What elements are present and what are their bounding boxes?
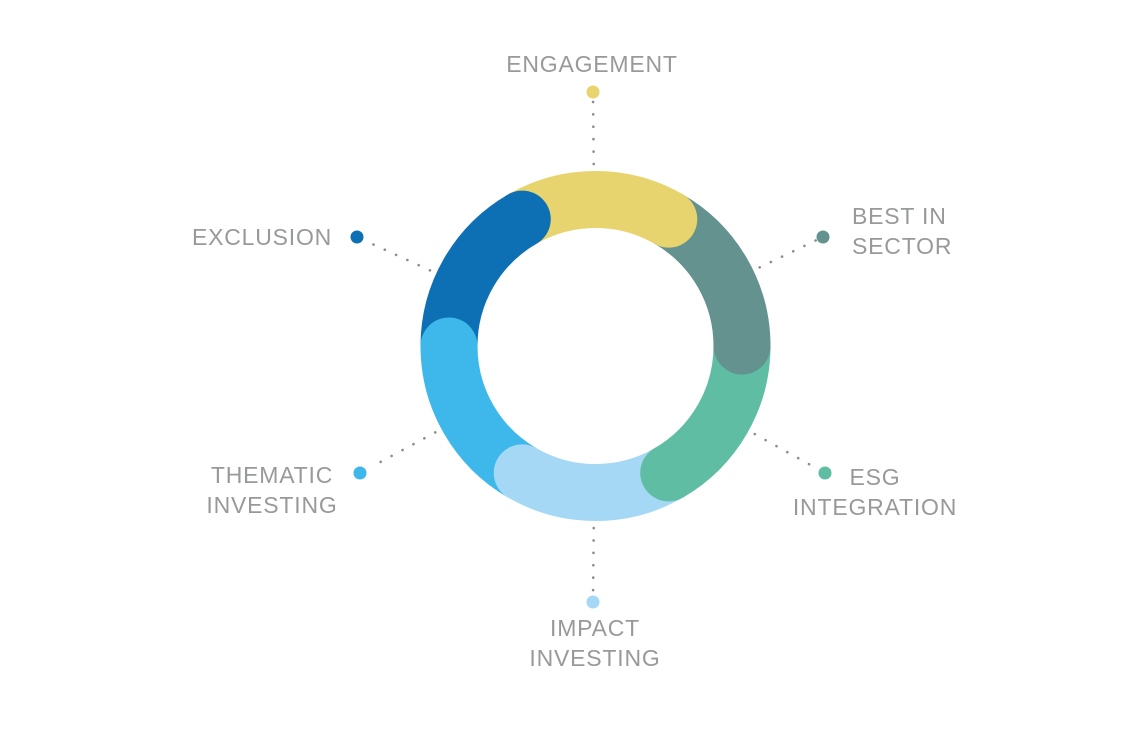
dot-impact-investing <box>586 595 600 609</box>
arc-cap-esg-integration <box>640 444 698 502</box>
dot-esg-integration <box>818 466 832 480</box>
leader-line-impact-investing <box>591 526 596 594</box>
arc-cap-exclusion <box>493 190 551 248</box>
dot-best-in-sector <box>816 230 830 244</box>
leader-line-exclusion <box>370 242 432 272</box>
leader-line-esg-integration <box>753 432 813 467</box>
leader-line-engagement <box>591 98 596 166</box>
arc-cap-thematic-investing <box>420 317 478 375</box>
dot-engagement <box>586 85 600 99</box>
dot-exclusion <box>350 230 364 244</box>
leader-line-best-in-sector <box>758 238 819 269</box>
leader-line-thematic-investing <box>377 431 437 465</box>
dot-thematic-investing <box>353 466 367 480</box>
arc-cap-engagement <box>640 190 698 248</box>
arc-cap-impact-investing <box>493 444 551 502</box>
arc-cap-best-in-sector <box>713 317 771 375</box>
